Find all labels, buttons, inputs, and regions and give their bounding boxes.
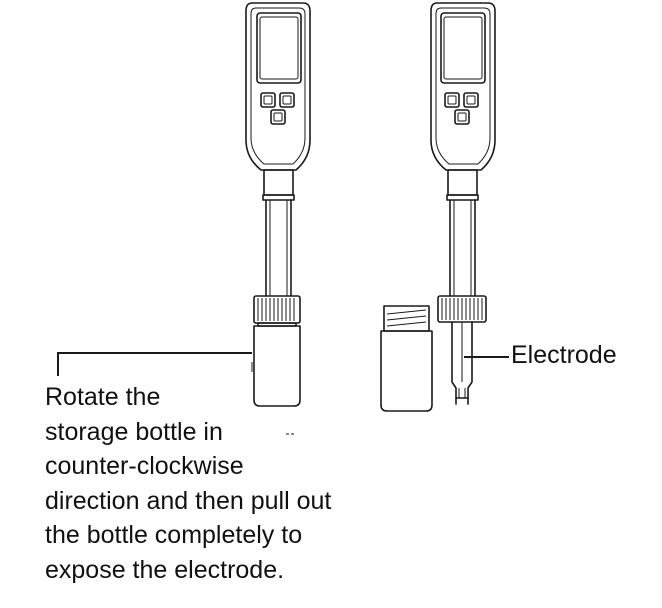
electrode [451, 321, 473, 399]
instruction-line: counter-clockwise [45, 452, 244, 481]
square-button-icon [260, 92, 276, 108]
left-bottle-cap [253, 295, 301, 324]
square-button-icon [444, 92, 460, 108]
instruction-line: Rotate the [45, 383, 161, 411]
instruction-callout-line [57, 352, 252, 376]
square-button-icon [454, 109, 470, 125]
right-meter [380, 2, 496, 412]
electrode-label: Electrode [511, 341, 617, 369]
left-storage-bottle [253, 325, 301, 407]
right-meter-body [430, 2, 496, 171]
left-meter-screen [256, 12, 302, 84]
right-meter-neck [447, 169, 478, 196]
instruction-line: the bottle completely to [45, 521, 303, 550]
left-meter-neck [263, 169, 294, 196]
instruction-line: direction and then pull out [45, 486, 332, 515]
left-meter [245, 2, 311, 407]
instruction-line: storage bottle in [45, 417, 223, 446]
square-button-icon [279, 92, 295, 108]
square-button-icon [270, 109, 286, 125]
left-meter-body [245, 2, 311, 171]
instruction-text: Rotate the storage bottle in counter-clo… [45, 380, 331, 588]
right-meter-screen [440, 12, 486, 84]
instruction-line: expose the electrode. [45, 555, 285, 584]
square-button-icon [463, 92, 479, 108]
